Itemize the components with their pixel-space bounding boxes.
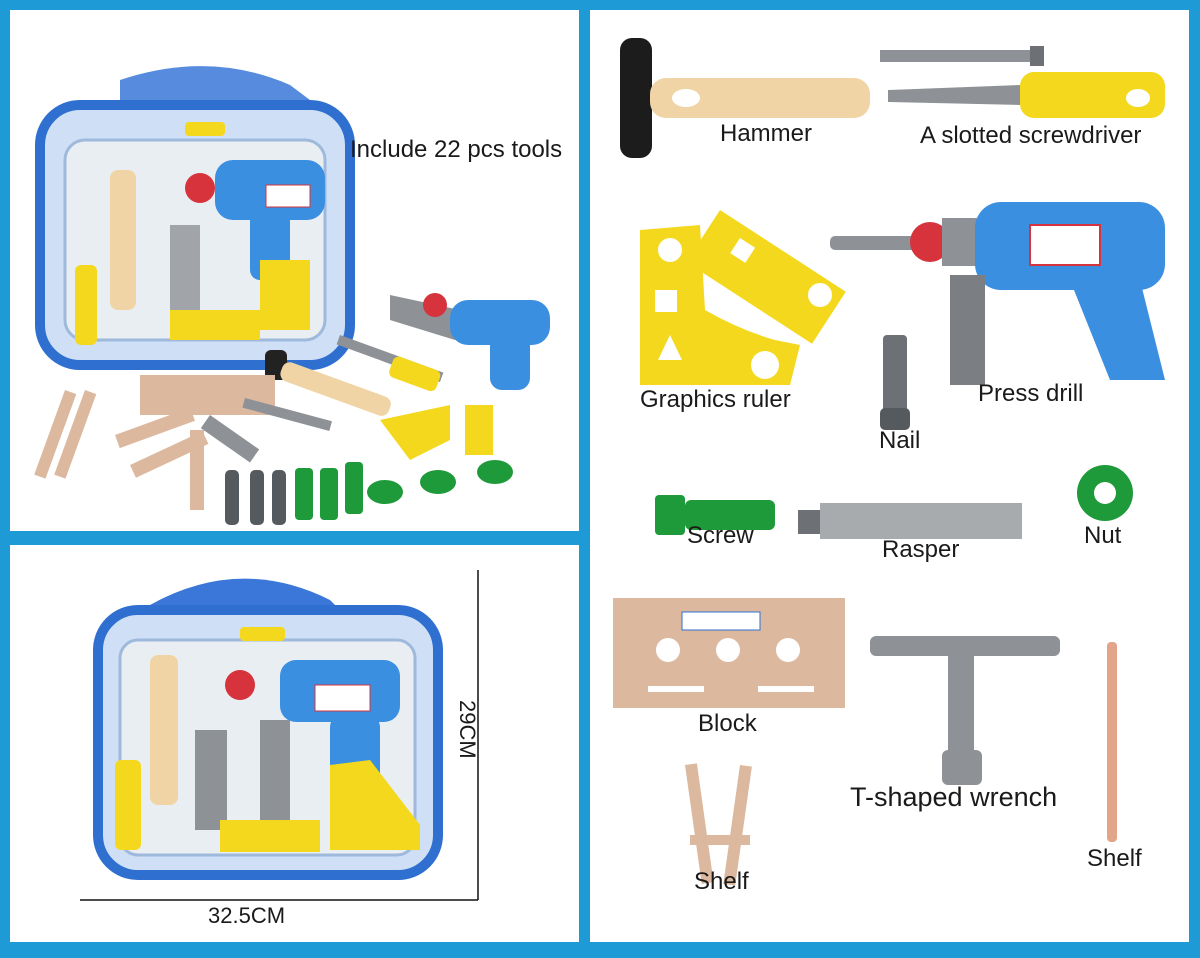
nut-illustration xyxy=(1077,465,1133,521)
dimensions-panel: 29CM 32.5CM xyxy=(10,545,579,942)
height-dimension-label: 29CM xyxy=(455,700,480,759)
press-drill-label: Press drill xyxy=(978,380,1084,407)
rasper-label: Rasper xyxy=(882,536,960,563)
nail-label: Nail xyxy=(879,427,921,454)
hammer-illustration xyxy=(620,38,870,158)
nail-illustration xyxy=(880,335,910,430)
toy-case-closed-illustration xyxy=(80,570,479,901)
shelf-a-label: Shelf xyxy=(694,868,749,895)
graphics-ruler-illustration xyxy=(640,210,846,385)
nut-label: Nut xyxy=(1084,522,1122,549)
press-drill-illustration xyxy=(830,202,1165,385)
shelf-b-label: Shelf xyxy=(1087,845,1142,872)
t-shaped-wrench-illustration xyxy=(870,636,1060,785)
screw-label: Screw xyxy=(687,522,754,549)
screwdriver-label: A slotted screwdriver xyxy=(920,122,1142,149)
tool-catalog-panel: Hammer A slotted screwdriver Graphics ru… xyxy=(590,10,1189,942)
block-illustration xyxy=(613,598,845,708)
shelf-b-illustration xyxy=(1107,642,1117,842)
shelf-a-illustration xyxy=(685,763,752,886)
tool-count-caption: Include 22 pcs tools xyxy=(350,136,563,163)
toy-case-with-tools-illustration xyxy=(34,66,550,525)
screw-illustration xyxy=(655,495,775,535)
hammer-label: Hammer xyxy=(720,120,813,147)
block-label: Block xyxy=(698,710,757,737)
graphics-ruler-label: Graphics ruler xyxy=(640,386,791,413)
screwdriver-illustration xyxy=(880,46,1165,118)
width-dimension-label: 32.5CM xyxy=(208,903,286,928)
t-shaped-wrench-label: T-shaped wrench xyxy=(850,782,1058,812)
product-overview-panel: Include 22 pcs tools xyxy=(10,10,579,531)
rasper-illustration xyxy=(798,503,1022,539)
